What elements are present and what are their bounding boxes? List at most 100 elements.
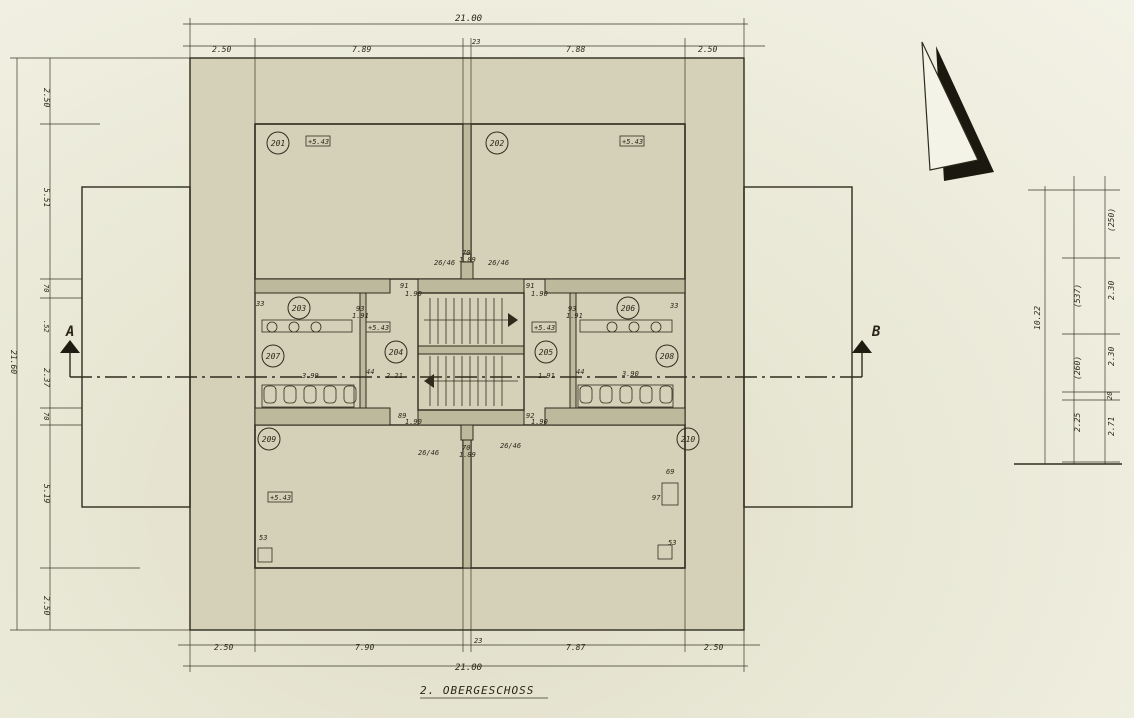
sanitary-right bbox=[577, 319, 674, 408]
dim-top-right-bay: 2.50 bbox=[698, 45, 717, 54]
elevation-mark: +5.43 bbox=[622, 138, 643, 146]
bottom-dimensions: 2.50 7.90 23 7.87 2.50 21.00 bbox=[178, 568, 760, 673]
interior-dimensions: 70 1.89 26/46 26/46 70 1.89 26/46 26/46 … bbox=[255, 249, 678, 547]
room-label-207: 207 bbox=[266, 352, 281, 361]
top-dimensions: 21.00 2.50 7.89 23 7.88 2.50 bbox=[183, 14, 765, 124]
partition-top bbox=[462, 123, 472, 255]
room-label-208: 208 bbox=[660, 352, 675, 361]
wall-203-right bbox=[359, 292, 367, 409]
dim-right-f: 20 bbox=[1106, 392, 1114, 400]
dim-left-bottom: 2.50 bbox=[42, 596, 51, 615]
dim-stair-ratio-br: 26/46 bbox=[500, 442, 521, 450]
room-label-205: 205 bbox=[539, 348, 554, 357]
dim-stair-ratio-bl: 26/46 bbox=[418, 449, 439, 457]
dim-top-overall: 21.00 bbox=[455, 14, 482, 24]
elevation-mark: +5.43 bbox=[368, 324, 389, 332]
section-marker-b bbox=[852, 340, 872, 353]
wall-206-left bbox=[569, 292, 577, 409]
dim-left-upper: 5.51 bbox=[42, 188, 51, 207]
dim-stair-91a: 91 bbox=[400, 282, 408, 290]
right-dimensions: 10.22 (250) (537) 2.30 (260) 2.30 20 2.2… bbox=[1014, 176, 1122, 465]
dim-stair-ratio-tl: 26/46 bbox=[434, 259, 455, 267]
dim-right-d: (260) bbox=[1073, 356, 1082, 380]
dim-left-a: 70 bbox=[42, 284, 50, 292]
room-label-203: 203 bbox=[292, 304, 307, 313]
dim-left-c: 2.37 bbox=[42, 368, 51, 387]
section-marker-a bbox=[60, 340, 80, 353]
dim-stair-190c: 1.90 bbox=[405, 418, 422, 426]
dim-left-b: .52 bbox=[42, 320, 50, 333]
elevation-mark: +5.43 bbox=[270, 494, 291, 502]
room-labels: 201 202 203 204 205 206 207 208 209 210 bbox=[257, 131, 700, 451]
dim-stair-bot-h: 1.89 bbox=[459, 451, 476, 459]
section-label-b: B bbox=[871, 324, 881, 340]
dim-stair-bot-w: 70 bbox=[462, 444, 470, 452]
sanitary-left bbox=[261, 319, 357, 408]
left-dimensions: 21.60 2.50 5.51 70 .52 2.37 70 5.19 2.50 bbox=[9, 57, 190, 631]
left-wing bbox=[81, 186, 191, 508]
plan-title: 2. OBERGESCHOSS bbox=[420, 684, 534, 697]
dim-right-e: 2.30 bbox=[1107, 347, 1116, 366]
dim-stair-190d: 1.90 bbox=[531, 418, 548, 426]
room-label-204: 204 bbox=[389, 348, 404, 357]
stair-core bbox=[417, 261, 525, 441]
dim-bottom-right-span: 7.87 bbox=[566, 643, 585, 652]
dim-left-top: 2.50 bbox=[42, 88, 51, 107]
dim-right-b: (537) bbox=[1073, 284, 1082, 308]
dim-stair-ratio-tr: 26/46 bbox=[488, 259, 509, 267]
dim-corridor-r93: 93 bbox=[568, 305, 576, 313]
dim-corridor-l53: 53 bbox=[259, 534, 267, 542]
dim-stair-92: 92 bbox=[526, 412, 534, 420]
room-fixtures bbox=[257, 482, 679, 563]
dim-stair-190a: 1.90 bbox=[405, 290, 422, 298]
dim-right-a: (250) bbox=[1107, 208, 1116, 232]
dim-top-mid: 23 bbox=[472, 38, 480, 46]
dim-corridor-r33: 33 bbox=[669, 302, 678, 310]
dim-bottom-overall: 21.00 bbox=[455, 663, 482, 673]
dim-stair-91b: 91 bbox=[526, 282, 534, 290]
wall-208-bottom bbox=[544, 407, 686, 426]
partition-bottom bbox=[462, 439, 472, 569]
room-label-210: 210 bbox=[681, 435, 696, 444]
room-label-206: 206 bbox=[621, 304, 636, 313]
dim-left-lower: 5.19 bbox=[42, 484, 51, 503]
dim-corridor-l93: 93 bbox=[356, 305, 364, 313]
dim-stair-top-h: 1.89 bbox=[459, 256, 476, 264]
elevation-mark: +5.43 bbox=[534, 324, 555, 332]
wall-206-top bbox=[544, 278, 686, 294]
elevation-mark: +5.43 bbox=[308, 138, 329, 146]
dim-corridor-l191: 1.91 bbox=[352, 312, 369, 320]
dim-left-overall: 21.60 bbox=[9, 350, 18, 374]
room-label-201: 201 bbox=[271, 139, 285, 148]
dim-corridor-r53: 53 bbox=[668, 539, 676, 547]
elevation-marks: +5.43 +5.43 +5.43 +5.43 +5.43 bbox=[267, 135, 645, 503]
dim-left-d: 70 bbox=[42, 412, 50, 420]
dim-corridor-r44: 44 bbox=[576, 368, 584, 376]
north-arrow-icon bbox=[921, 41, 994, 181]
dim-stair-190b: 1.90 bbox=[531, 290, 548, 298]
dim-corridor-r390: 3.90 bbox=[621, 370, 639, 378]
dim-corridor-r69: 69 bbox=[666, 468, 674, 476]
wall-207-bottom bbox=[254, 407, 391, 426]
dim-bottom-left-bay: 2.50 bbox=[214, 643, 233, 652]
wall-203-top bbox=[254, 278, 391, 294]
dim-corridor-r191b: 1.91 bbox=[538, 372, 555, 380]
dim-top-right-span: 7.88 bbox=[566, 45, 585, 54]
room-label-202: 202 bbox=[490, 139, 505, 148]
right-wing bbox=[743, 186, 853, 508]
dim-right-c: 2.30 bbox=[1107, 281, 1116, 300]
dim-corridor-l33: 33 bbox=[255, 300, 264, 308]
dim-right-total: 10.22 bbox=[1033, 306, 1042, 330]
dim-corridor-r97: 97 bbox=[652, 494, 661, 502]
dim-top-left-bay: 2.50 bbox=[212, 45, 231, 54]
dim-corridor-l399: 3.99 bbox=[301, 372, 319, 380]
dim-corridor-r191: 1.91 bbox=[566, 312, 583, 320]
dim-stair-top-w: 70 bbox=[462, 249, 470, 257]
section-label-a: A bbox=[65, 324, 74, 340]
room-label-209: 209 bbox=[262, 435, 277, 444]
dim-right-h: 2.71 bbox=[1107, 417, 1116, 436]
dim-bottom-right-bay: 2.50 bbox=[704, 643, 723, 652]
dim-top-left-span: 7.89 bbox=[352, 45, 371, 54]
